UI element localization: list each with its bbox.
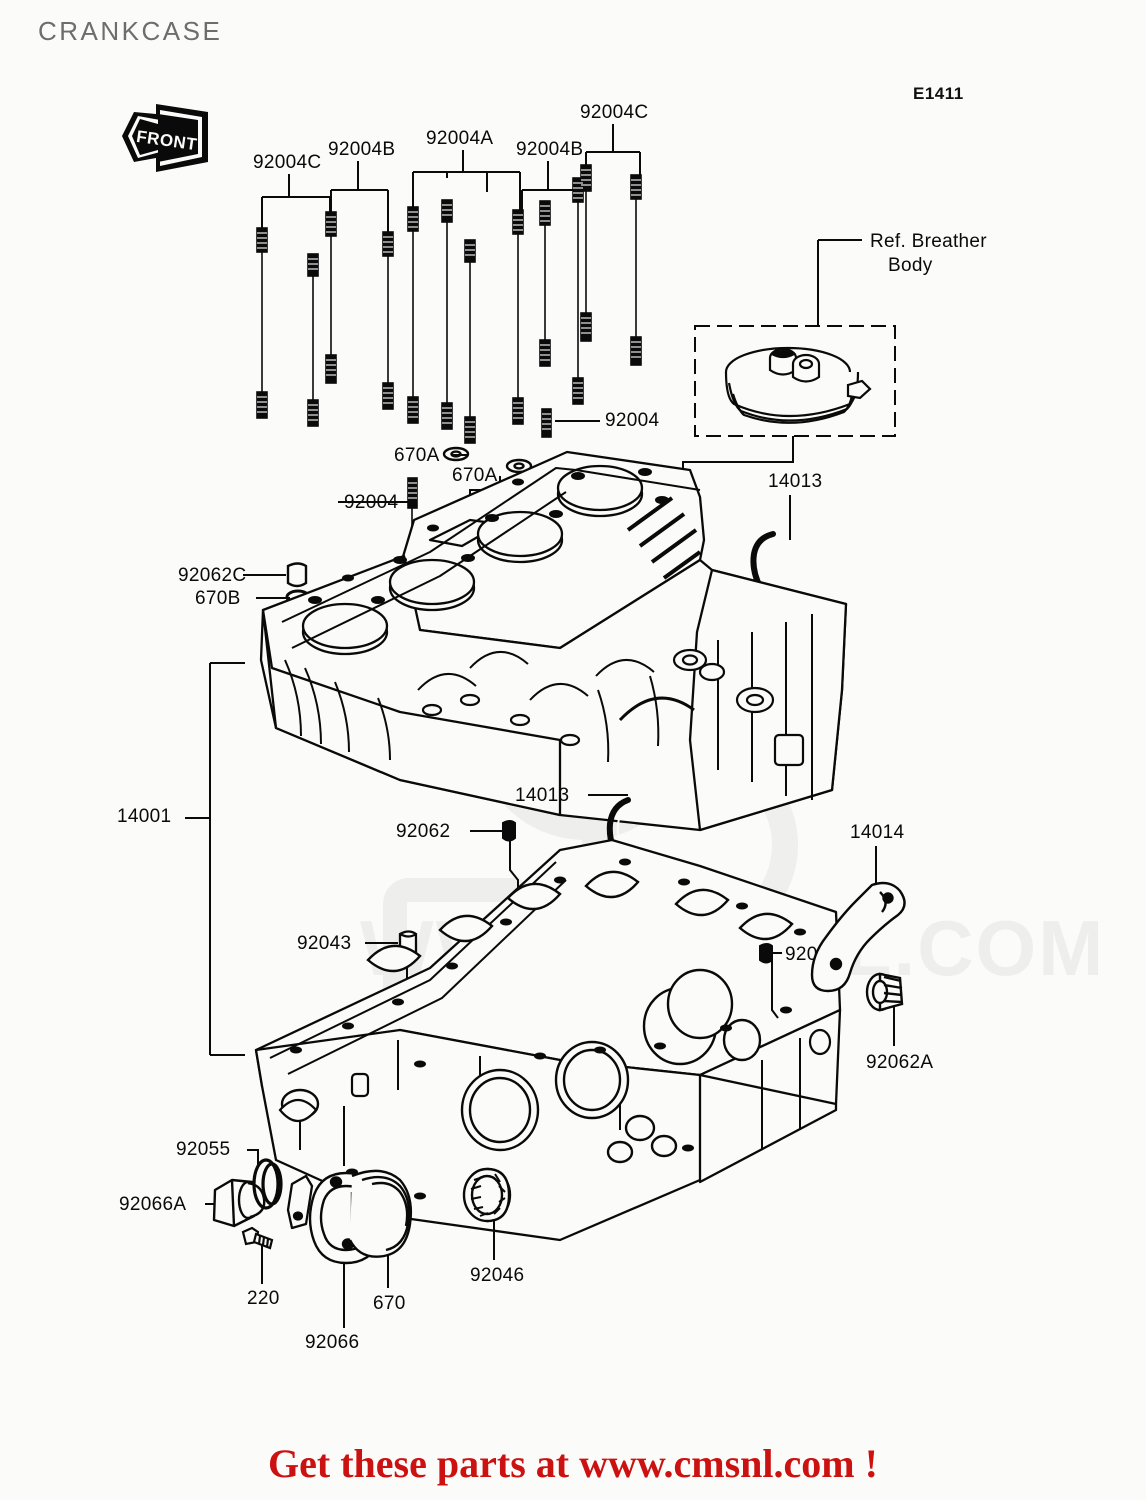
callout-label-92066a: 92066A (119, 1194, 187, 1215)
callout-label-92004c-left: 92004C (253, 152, 322, 173)
callout-label-14014: 14014 (850, 822, 905, 843)
callout-label-92004a: 92004A (426, 128, 494, 149)
callout-label-220: 220 (247, 1288, 280, 1309)
reference-code: E1411 (913, 84, 964, 103)
ref-line-2: Body (888, 255, 933, 276)
callout-label-670b: 670B (195, 588, 241, 609)
callout-label-92043: 92043 (297, 933, 352, 954)
callout-label-92062: 92062 (396, 821, 451, 842)
callout-label-92055: 92055 (176, 1139, 231, 1160)
callout-label-14013-lower: 14013 (515, 785, 570, 806)
callout-label-92004b-left: 92004B (328, 139, 396, 160)
callout-label-670: 670 (373, 1293, 406, 1314)
callout-label-670a-2: 670A (452, 465, 498, 486)
page-title: CRANKCASE (38, 16, 223, 46)
callout-label-92004-right: 92004 (605, 410, 660, 431)
ref-line-1: Ref. Breather (870, 231, 987, 252)
callout-label-92062a: 92062A (866, 1052, 934, 1073)
callout-label-92066: 92066 (305, 1332, 360, 1353)
callout-label-92004c-right: 92004C (580, 102, 649, 123)
callout-label-670a-1: 670A (394, 445, 440, 466)
front-arrow-icon: FRONT (122, 104, 208, 172)
ref-breather-body-label: Ref. Breather Body (870, 230, 987, 278)
callout-label-14001: 14001 (117, 806, 172, 827)
footer-banner: Get these parts at www.cmsnl.com ! (268, 1441, 878, 1486)
callout-label-92004b-right: 92004B (516, 139, 584, 160)
callout-label-14013-upper: 14013 (768, 471, 823, 492)
callout-label-92062c: 92062C (178, 565, 247, 586)
callout-label-92046: 92046 (470, 1265, 525, 1286)
